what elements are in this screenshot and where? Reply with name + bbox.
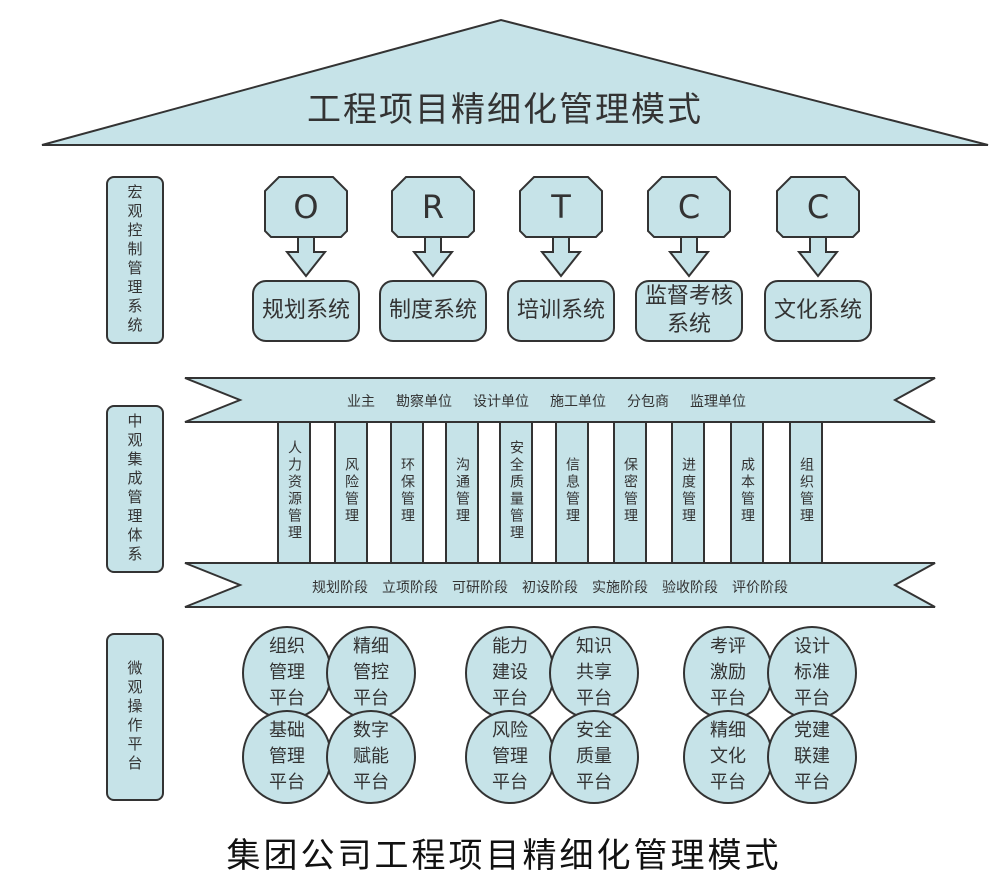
- down-arrow-icon: [667, 236, 711, 278]
- platform-lobe: [767, 710, 857, 804]
- platform-label: 基础 管理 平台: [269, 720, 305, 793]
- macro-letter: T: [551, 188, 571, 226]
- meso-column-label: 环保管理: [399, 457, 415, 525]
- meso-label-text: 中观集成管理体系: [125, 413, 144, 565]
- meso-column-label: 成本管理: [739, 457, 755, 525]
- top-ribbon-item: 设计单位: [473, 394, 529, 410]
- meso-column: 保密管理: [613, 412, 647, 570]
- meso-column: 环保管理: [390, 412, 424, 570]
- meso-column: 人力资源管理: [277, 412, 311, 570]
- bottom-ribbon-item: 验收阶段: [662, 580, 718, 596]
- platform-label: 党建 联建 平台: [794, 720, 830, 793]
- meso-column-label: 保密管理: [622, 457, 638, 525]
- bottom-ribbon-item: 可研阶段: [452, 580, 508, 596]
- micro-label: 微观操作平台: [106, 633, 164, 801]
- platform-label: 组织 管理 平台: [269, 636, 305, 709]
- meso-label: 中观集成管理体系: [106, 405, 164, 573]
- meso-column-label: 沟通管理: [454, 457, 470, 525]
- platform-label: 安全 质量 平台: [576, 720, 612, 793]
- bottom-ribbon-item: 立项阶段: [382, 580, 438, 596]
- figure-caption: 集团公司工程项目精细化管理模式: [226, 836, 782, 876]
- platform-lobe: [549, 710, 639, 804]
- platform-label: 知识 共享 平台: [576, 636, 612, 709]
- macro-system-box: 文化系统: [764, 280, 872, 342]
- letter-badge: [647, 176, 731, 238]
- platform-label: 风险 管理 平台: [492, 720, 528, 793]
- bottom-ribbon-item: 评价阶段: [732, 580, 788, 596]
- platform-label: 数字 赋能 平台: [353, 720, 389, 793]
- macro-letter: C: [806, 188, 830, 226]
- meso-column-label: 人力资源管理: [286, 440, 302, 542]
- meso-column-label: 安全质量管理: [508, 440, 524, 542]
- top-ribbon-item: 监理单位: [690, 394, 746, 410]
- top-ribbon-item: 施工单位: [550, 394, 606, 410]
- bottom-ribbon-labels: 规划阶段 立项阶段 可研阶段 初设阶段 实施阶段 验收阶段 评价阶段: [312, 577, 792, 597]
- meso-column-label: 进度管理: [680, 457, 696, 525]
- macro-shapes: [264, 176, 860, 278]
- meso-column: 成本管理: [730, 412, 764, 570]
- macro-letter: O: [293, 188, 319, 226]
- top-ribbon-item: 勘察单位: [396, 394, 452, 410]
- platform-label: 设计 标准 平台: [794, 636, 830, 709]
- micro-clover-shapes: [242, 626, 857, 804]
- macro-system-box: 制度系统: [379, 280, 487, 342]
- down-arrow-icon: [411, 236, 455, 278]
- letter-badge: [264, 176, 348, 238]
- micro-label-text: 微观操作平台: [125, 660, 144, 774]
- platform-label: 能力 建设 平台: [492, 636, 528, 709]
- top-ribbon-labels: 业主 勘察单位 设计单位 施工单位 分包商 监理单位: [347, 391, 767, 411]
- platform-lobe: [326, 710, 416, 804]
- down-arrow-icon: [284, 236, 328, 278]
- down-arrow-icon: [796, 236, 840, 278]
- macro-label: 宏观控制管理系统: [106, 176, 164, 344]
- macro-letter: C: [677, 188, 701, 226]
- letter-badge: [776, 176, 860, 238]
- meso-column: 信息管理: [555, 412, 589, 570]
- meso-column: 沟通管理: [445, 412, 479, 570]
- macro-label-text: 宏观控制管理系统: [125, 184, 144, 336]
- platform-label: 精细 文化 平台: [710, 720, 746, 793]
- roof-triangle: [41, 18, 989, 146]
- top-ribbon-item: 分包商: [627, 394, 669, 410]
- macro-system-box: 培训系统: [507, 280, 615, 342]
- bottom-ribbon-item: 初设阶段: [522, 580, 578, 596]
- platform-label: 考评 激励 平台: [710, 636, 746, 709]
- meso-column-label: 组织管理: [798, 457, 814, 525]
- meso-column-label: 信息管理: [564, 457, 580, 525]
- meso-column: 安全质量管理: [499, 412, 533, 570]
- bottom-ribbon-item: 实施阶段: [592, 580, 648, 596]
- diagram-title: 工程项目精细化管理模式: [307, 90, 703, 130]
- meso-column-label: 风险管理: [343, 457, 359, 525]
- macro-system-box: 监督考核系统: [635, 280, 743, 342]
- meso-column: 风险管理: [334, 412, 368, 570]
- top-ribbon-item: 业主: [347, 394, 375, 410]
- bottom-ribbon: [184, 562, 936, 608]
- macro-system-box: 规划系统: [252, 280, 360, 342]
- meso-column: 组织管理: [789, 412, 823, 570]
- letter-badge: [391, 176, 475, 238]
- platform-label: 精细 管控 平台: [353, 636, 389, 709]
- top-ribbon: [184, 377, 936, 423]
- letter-badge: [519, 176, 603, 238]
- meso-column: 进度管理: [671, 412, 705, 570]
- macro-letter: R: [421, 188, 445, 226]
- bottom-ribbon-item: 规划阶段: [312, 580, 368, 596]
- down-arrow-icon: [539, 236, 583, 278]
